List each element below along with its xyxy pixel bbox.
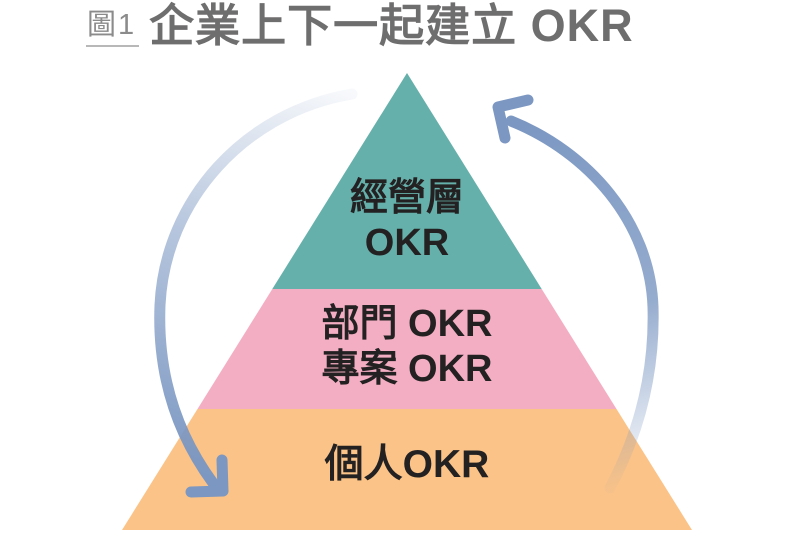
pyramid-tier-individual <box>122 409 692 530</box>
tier-individual-label: 個人OKR <box>325 443 490 487</box>
figure-header: 圖1 企業上下一起建立 OKR <box>86 0 634 51</box>
figure-label: 圖1 <box>86 9 140 47</box>
tier-department-project-label: 部門 OKR 專案 OKR <box>321 302 492 392</box>
tier-department-label-line1: 部門 OKR <box>321 303 493 345</box>
tier-project-label-line2: 專案 OKR <box>321 348 493 390</box>
curved-arrow-down-icon <box>154 88 358 498</box>
pyramid-tier-executive <box>272 73 542 289</box>
pyramid-tier-department-project <box>197 289 617 409</box>
curved-arrow-down-head <box>185 454 229 498</box>
tier-executive-label-line2: OKR <box>364 222 450 264</box>
tier-executive-label-line1: 經營層 <box>349 177 465 219</box>
tier-individual-label-line1: 個人OKR <box>324 443 490 486</box>
tier-executive-label: 經營層 OKR <box>350 176 464 266</box>
figure-title: 企業上下一起建立 OKR <box>149 0 634 51</box>
curved-arrow-up-icon <box>492 94 659 494</box>
curved-arrow-down-shaft <box>154 88 358 489</box>
curved-arrow-up-head <box>492 94 534 144</box>
curved-arrow-up-shaft <box>505 115 659 494</box>
